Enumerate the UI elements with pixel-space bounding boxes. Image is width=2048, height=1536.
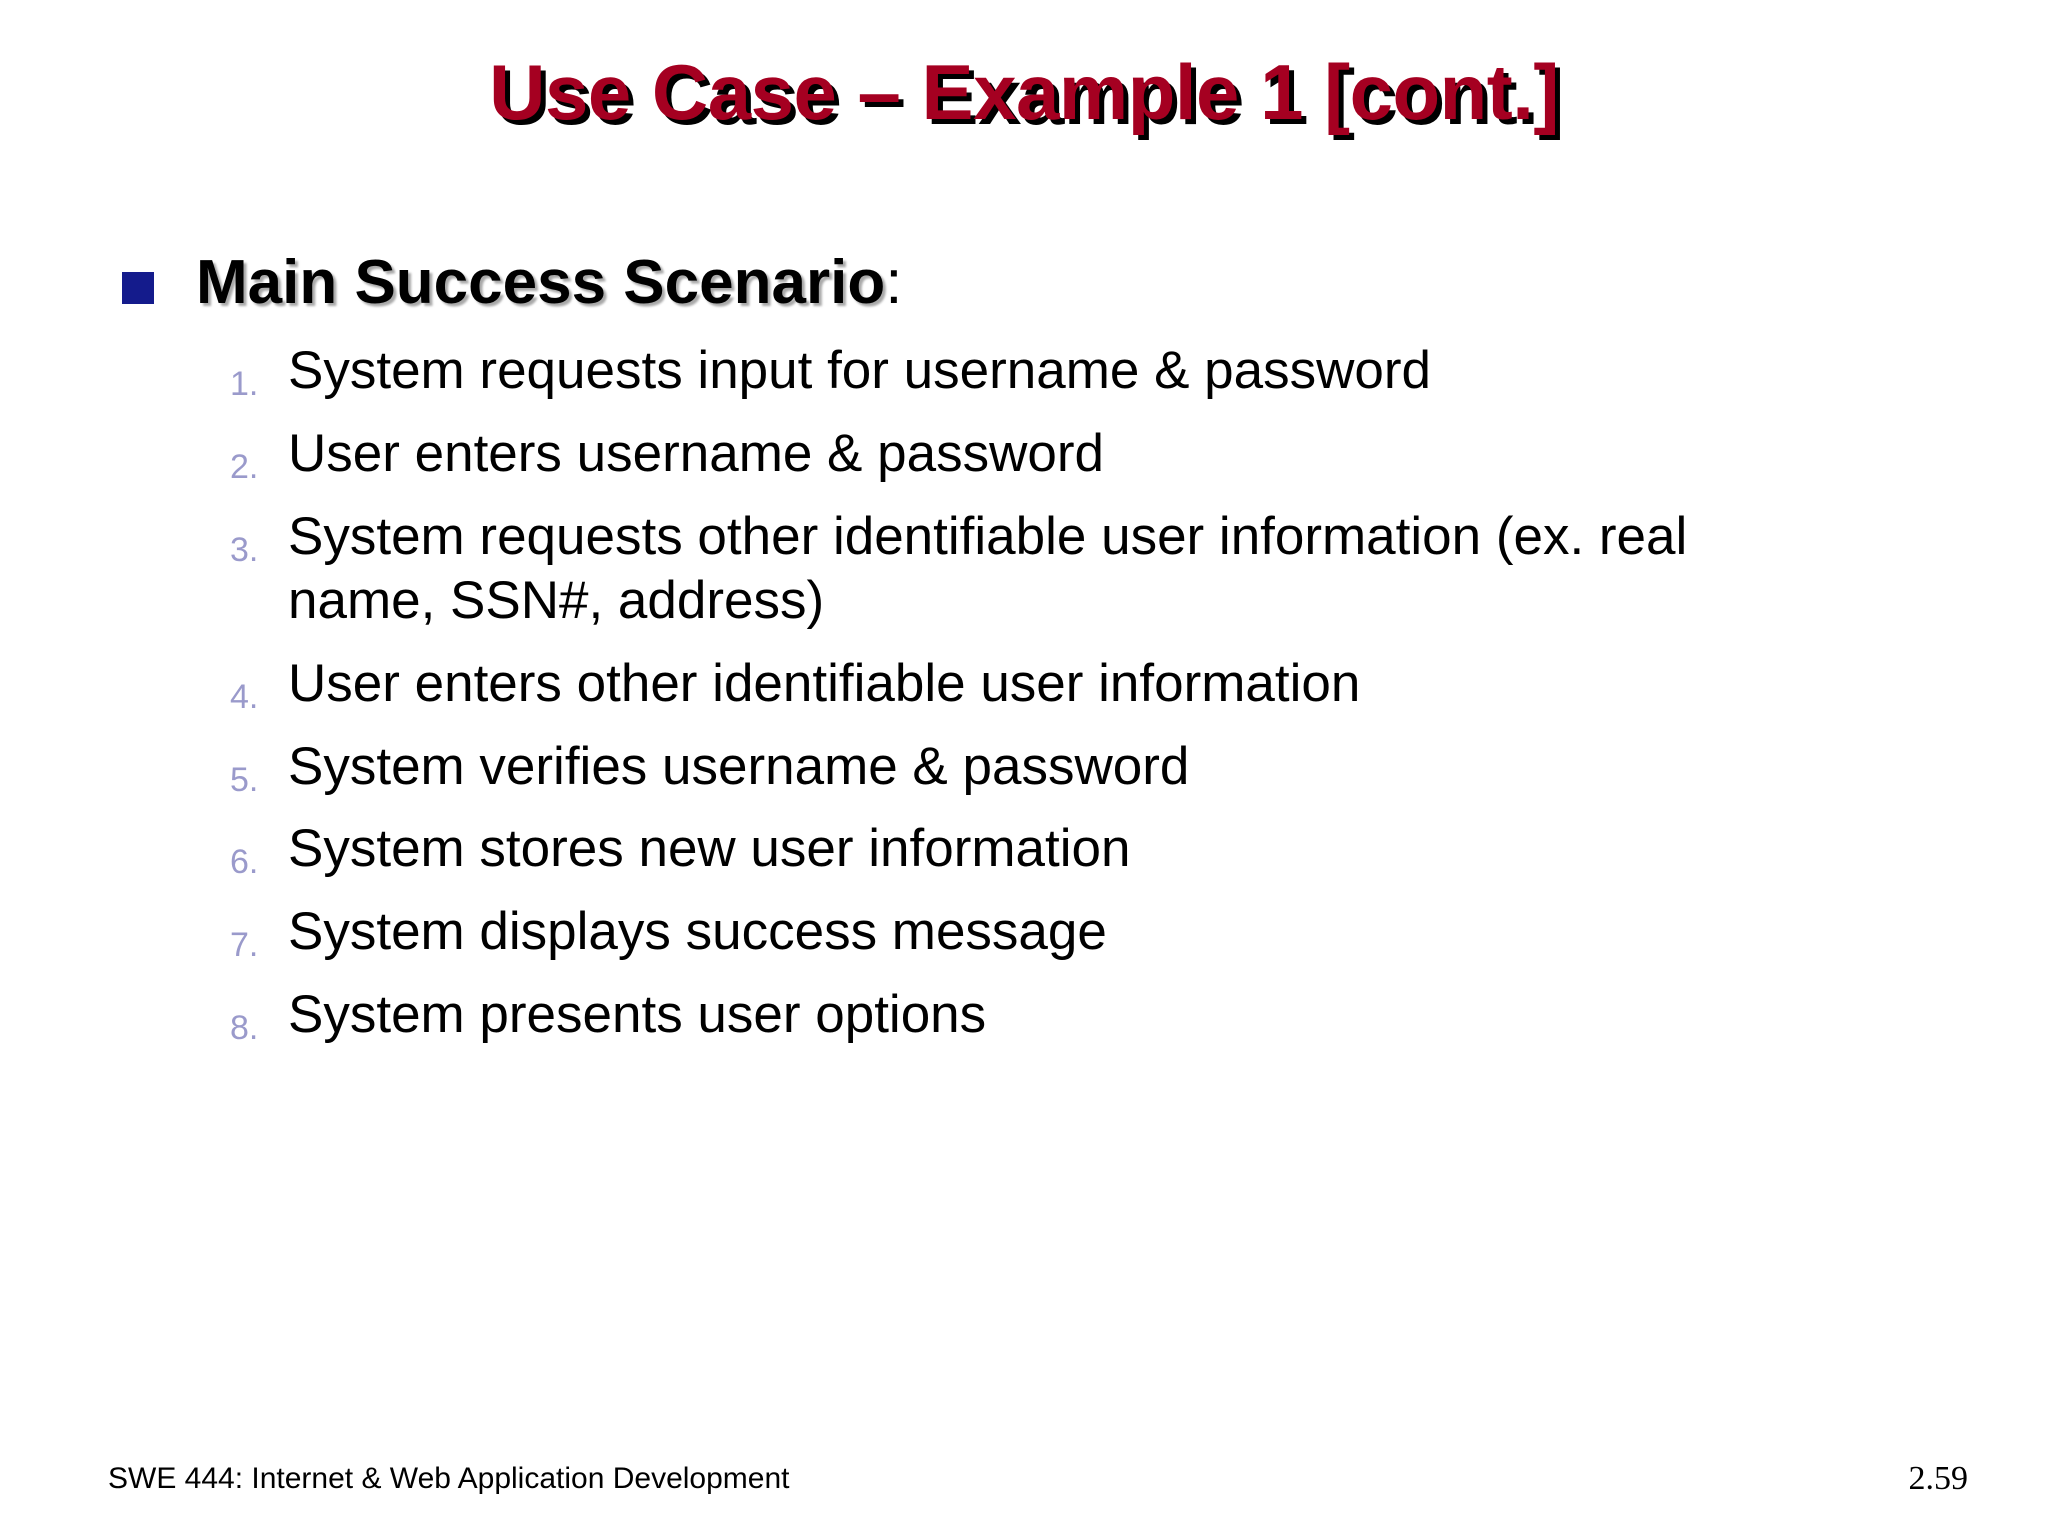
list-item-text: User enters username & password (288, 424, 1104, 484)
slide-page-number: 2.59 (1908, 1460, 1969, 1497)
list-item-number: 3. (230, 530, 259, 569)
list-item-number: 2. (230, 448, 259, 487)
bullet-heading-colon: : (885, 248, 903, 317)
list-item: 2. User enters username & password (230, 422, 1928, 487)
list-item: 5. System verifies username & password (230, 735, 1928, 800)
list-item: 1. System requests input for username & … (230, 339, 1928, 404)
list-item-text: System requests other identifiable user … (288, 506, 1688, 631)
bullet-heading-label: Main Success Scenario (196, 248, 886, 317)
list-item: 3. System requests other identifiable us… (230, 505, 1928, 634)
list-item-number: 4. (230, 678, 259, 717)
list-item-text: System verifies username & password (288, 736, 1190, 796)
slide-body: Main Success Scenario: 1. System request… (0, 248, 2048, 1065)
list-item: 6. System stores new user information (230, 817, 1928, 882)
list-item-text: System presents user options (288, 984, 987, 1044)
list-item: 8. System presents user options (230, 983, 1928, 1048)
list-item-number: 8. (230, 1008, 259, 1047)
list-item-number: 1. (230, 365, 259, 404)
bullet-heading-row: Main Success Scenario: (0, 248, 2048, 317)
bullet-heading-text: Main Success Scenario: (196, 248, 902, 317)
list-item-number: 7. (230, 926, 259, 965)
list-item-text: System requests input for username & pas… (288, 341, 1431, 401)
main-success-scenario-list: 1. System requests input for username & … (0, 339, 2048, 1047)
list-item: 7. System displays success message (230, 900, 1928, 965)
slide-title: Use Case – Example 1 [cont.] (489, 48, 1559, 136)
square-bullet-icon (122, 272, 154, 304)
list-item-text: System stores new user information (288, 819, 1131, 879)
list-item: 4. User enters other identifiable user i… (230, 652, 1928, 717)
list-item-number: 5. (230, 760, 259, 799)
list-item-text: System displays success message (288, 902, 1107, 962)
footer-course-label: SWE 444: Internet & Web Application Deve… (108, 1462, 790, 1495)
list-item-number: 6. (230, 843, 259, 882)
list-item-text: User enters other identifiable user info… (288, 654, 1361, 714)
